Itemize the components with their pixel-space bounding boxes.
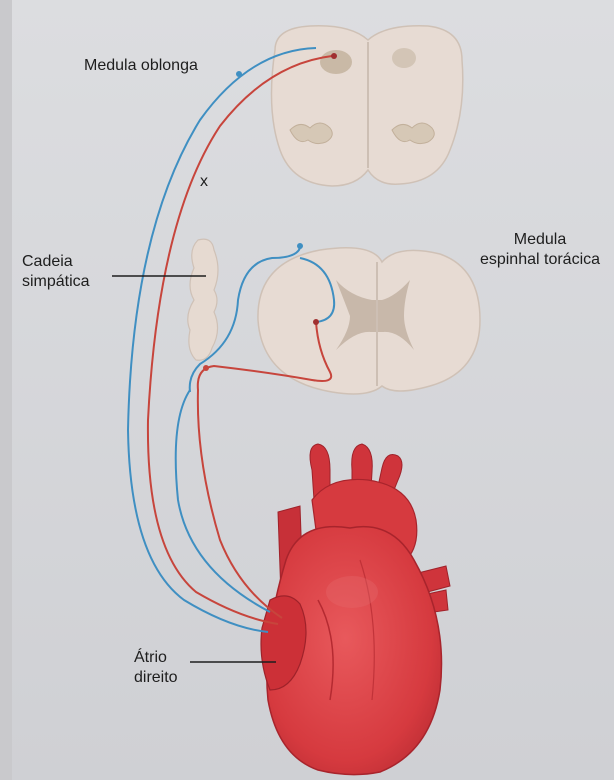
- label-thoracic-spinal-cord-line1: Medula: [470, 230, 610, 250]
- background-left-strip: [0, 0, 12, 780]
- vagal-fiber-end-dot: [236, 71, 242, 77]
- marker-x: x: [200, 172, 208, 191]
- label-medulla-oblongata: Medula oblonga: [84, 56, 198, 75]
- label-sympathetic-chain-line2: simpática: [22, 272, 90, 292]
- label-thoracic-spinal-cord-line2: espinhal torácica: [470, 250, 610, 270]
- label-right-atrium-line2: direito: [134, 668, 178, 688]
- label-thoracic-spinal-cord: Medula espinhal torácica: [470, 230, 610, 270]
- label-sympathetic-chain: Cadeia simpática: [22, 252, 90, 292]
- spinal-fiber-end-dot: [297, 243, 303, 249]
- label-sympathetic-chain-line1: Cadeia: [22, 252, 90, 272]
- label-right-atrium-line1: Átrio: [134, 648, 178, 668]
- spinal-red-origin-dot: [313, 319, 319, 325]
- label-right-atrium: Átrio direito: [134, 648, 178, 688]
- medulla-fiber-origin-dot: [331, 53, 337, 59]
- thoracic-spinal-cord-section: [258, 248, 480, 394]
- ganglion-synapse-dot: [203, 365, 209, 371]
